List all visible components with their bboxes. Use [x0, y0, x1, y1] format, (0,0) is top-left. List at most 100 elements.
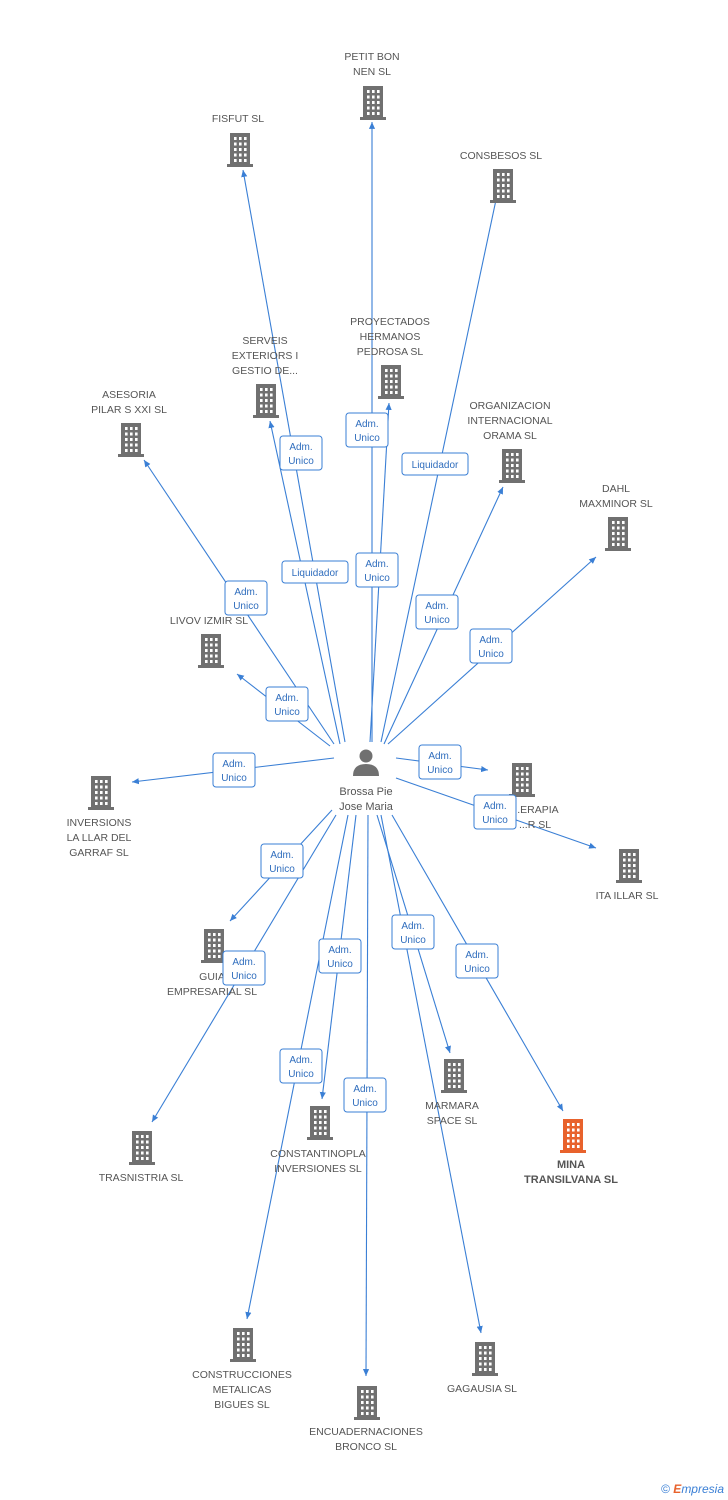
company-label-line: EXTERIORS I [232, 350, 299, 362]
role-badge[interactable]: Adm.Unico [391, 914, 435, 950]
building-icon [616, 849, 642, 883]
company-node-fisfut[interactable]: FISFUT SL [212, 113, 264, 167]
company-node-itaillar[interactable]: ITA ILLAR SL [596, 849, 659, 902]
company-label-line: INVERSIONES SL [274, 1163, 362, 1175]
role-badge[interactable]: Adm.Unico [222, 950, 266, 986]
role-badge[interactable]: Liquidador [281, 560, 349, 584]
company-label-line: GARRAF SL [69, 847, 129, 859]
role-badge[interactable]: Adm.Unico [265, 686, 309, 722]
company-label[interactable]: CONSBESOS SL [460, 150, 542, 162]
company-label-line: ENCUADERNACIONES [309, 1426, 423, 1438]
person-icon [353, 749, 379, 776]
role-badge[interactable]: Adm.Unico [415, 594, 459, 630]
company-node-encuadernaciones[interactable]: ENCUADERNACIONES BRONCO SL [309, 1386, 423, 1453]
role-badge[interactable]: Adm.Unico [343, 1077, 387, 1113]
company-label[interactable]: FISFUT SL [212, 113, 264, 125]
company-label-line: FISFUT SL [212, 113, 264, 125]
role-text: Adm.Unico [233, 587, 259, 612]
company-label-line: ITA ILLAR SL [596, 890, 659, 902]
role-text-line: Adm. [289, 1055, 312, 1066]
role-badge[interactable]: Adm.Unico [212, 752, 256, 788]
role-badge[interactable]: Adm.Unico [260, 843, 304, 879]
company-label[interactable]: ENCUADERNACIONES BRONCO SL [309, 1426, 423, 1453]
company-label[interactable]: ITA ILLAR SL [596, 890, 659, 902]
role-badge[interactable]: Adm.Unico [279, 435, 323, 471]
role-text-line: Unico [364, 573, 390, 584]
brand-name: mpresia [681, 1482, 724, 1496]
building-icon [354, 1386, 380, 1420]
building-icon [560, 1119, 586, 1153]
role-text: Liquidador [412, 460, 459, 471]
role-badge[interactable]: Adm.Unico [279, 1048, 323, 1084]
company-label[interactable]: LIVOV IZMIR SL [170, 615, 248, 627]
company-node-terapia[interactable]: ...ERAPIA...R SL [509, 763, 559, 831]
company-label-line: GUIA [199, 971, 225, 983]
role-badge[interactable]: Adm.Unico [355, 552, 399, 588]
role-text-line: Unico [464, 964, 490, 975]
role-badge[interactable]: Adm.Unico [345, 412, 389, 448]
role-badge[interactable]: Adm.Unico [473, 794, 517, 830]
role-badge[interactable]: Adm.Unico [318, 938, 362, 974]
company-label[interactable]: GAGAUSIA SL [447, 1383, 517, 1395]
role-text-line: Unico [427, 765, 453, 776]
company-node-trasnistria[interactable]: TRASNISTRIA SL [99, 1131, 184, 1184]
role-badge[interactable]: Liquidador [401, 452, 469, 476]
role-badge[interactable]: Adm.Unico [224, 580, 268, 616]
role-text-line: Unico [327, 959, 353, 970]
company-label[interactable]: TRASNISTRIA SL [99, 1172, 184, 1184]
edges-layer [131, 122, 597, 1377]
company-label-line: CONSBESOS SL [460, 150, 542, 162]
company-label[interactable]: ...ERAPIA...R SL [511, 804, 558, 831]
building-icon [605, 517, 631, 551]
role-badge[interactable]: Adm.Unico [469, 628, 513, 664]
role-text: Adm.Unico [231, 957, 257, 982]
company-label-line: LIVOV IZMIR SL [170, 615, 248, 627]
role-text-line: Unico [478, 649, 504, 660]
role-text-line: Adm. [483, 801, 506, 812]
role-text-line: Adm. [428, 751, 451, 762]
company-node-gagausia[interactable]: GAGAUSIA SL [447, 1342, 517, 1395]
building-icon [307, 1106, 333, 1140]
role-badge[interactable]: Adm. Unico [418, 744, 462, 780]
company-label-line: BRONCO SL [335, 1441, 397, 1453]
company-label-line: CONSTRUCCIONES [192, 1369, 292, 1381]
building-icon [360, 86, 386, 120]
company-node-consbesos[interactable]: CONSBESOS SL [460, 150, 542, 203]
role-text-line: Unico [233, 601, 259, 612]
role-badge[interactable]: Adm.Unico [455, 943, 499, 979]
company-label-line: PILAR S XXI SL [91, 404, 167, 416]
company-node-livov[interactable]: LIVOV IZMIR SL [170, 615, 248, 668]
role-text-line: Adm. [275, 693, 298, 704]
role-text: Adm.Unico [288, 442, 314, 467]
role-text: Adm.Unico [400, 921, 426, 946]
building-icon [472, 1342, 498, 1376]
building-icon [129, 1131, 155, 1165]
